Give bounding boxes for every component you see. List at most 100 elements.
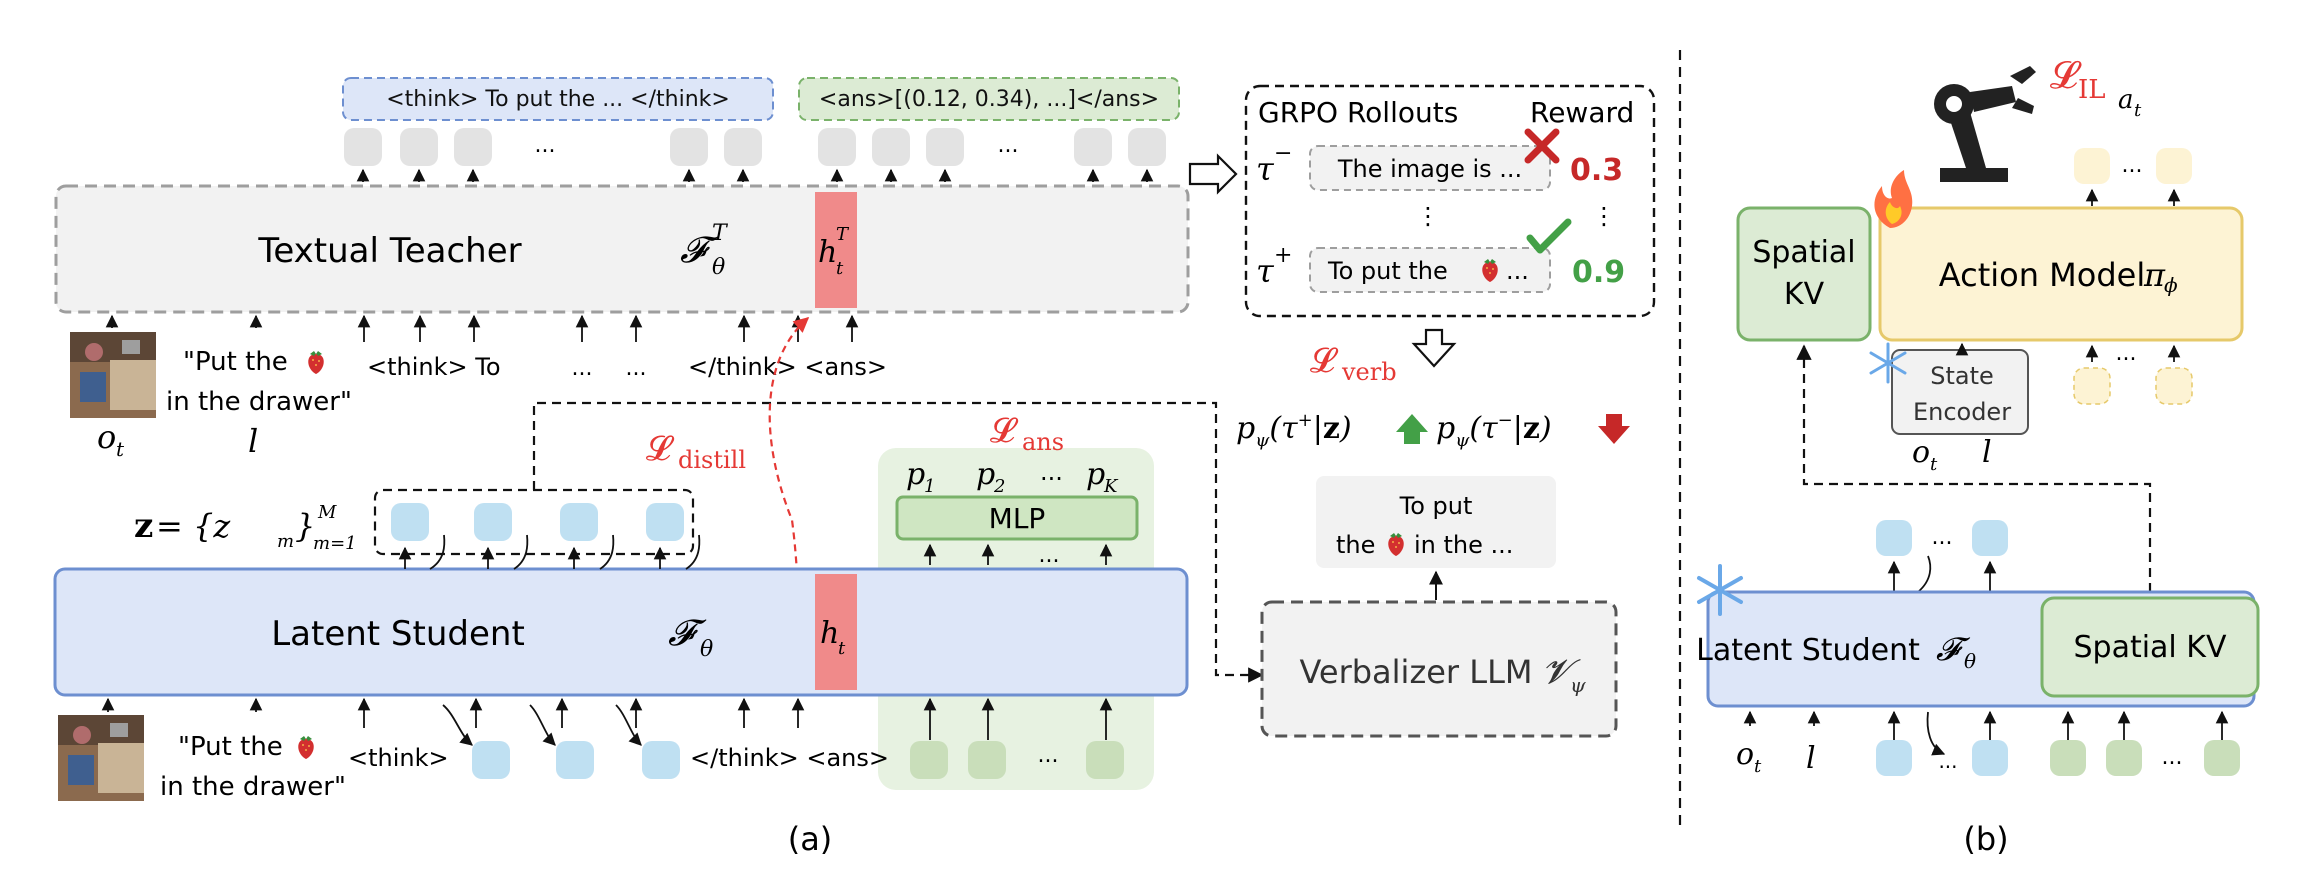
latent-tokens	[391, 503, 684, 541]
latent-set-sub-m: m	[277, 531, 294, 552]
rollout-positive-suffix: ...	[1506, 257, 1529, 285]
latent-set-sup: M	[317, 502, 337, 523]
teacher-hidden-base: h	[818, 235, 837, 270]
b-latent-input-dots: ...	[1938, 749, 1957, 773]
teacher-sup: T	[712, 221, 729, 246]
latent-student-box	[53, 567, 1189, 697]
loss-il-sub: IL	[2078, 75, 2106, 105]
b-l-label-top: l	[1982, 435, 1992, 470]
teacher-l-label: l	[248, 422, 258, 460]
verbalizer-label: Verbalizer LLM	[1299, 653, 1532, 691]
verbalizer-sub: ψ	[1570, 673, 1586, 697]
verbalizer-box	[1260, 600, 1618, 738]
down-arrow-icon	[1598, 414, 1630, 444]
student-hidden-base: h	[820, 616, 839, 651]
loss-distill-sub: distill	[678, 446, 746, 474]
mlp-arrows	[923, 543, 1113, 565]
loss-verb-sub: verb	[1341, 358, 1397, 386]
state-encoder-line1: State	[1930, 362, 1994, 390]
caption-b: (b)	[1963, 820, 2008, 858]
b-spatial-input-dots: ...	[2162, 745, 2183, 770]
loss-il-at: a	[2118, 85, 2134, 115]
think-bubble-text: <think> To put the ... </think>	[386, 87, 730, 112]
teacher-dots-1: ...	[572, 356, 593, 381]
loss-ans-sub: ans	[1022, 428, 1064, 456]
b-student-sub: θ	[1964, 649, 1976, 673]
vdots-rewards: ⋮	[1592, 202, 1616, 230]
latent-to-verbalizer-path	[532, 401, 1264, 683]
observation-image-student	[58, 715, 144, 801]
tau-plus-sup: +	[1274, 243, 1292, 268]
b-l-label: l	[1806, 741, 1816, 776]
action-output-arrows	[2085, 188, 2181, 206]
b-latent-output-arrows	[1887, 555, 1997, 593]
loss-verb-base: 𝓛	[1310, 341, 1339, 381]
teacher-label: Textual Teacher	[257, 231, 521, 271]
mlp-dots: ...	[1039, 543, 1060, 568]
caption-a: (a)	[788, 820, 833, 858]
rollout-positive-text: To put the	[1327, 257, 1448, 285]
action-output-dots: ...	[2122, 153, 2143, 178]
action-model-symbol: π	[2143, 256, 2166, 294]
tau-minus: τ	[1256, 150, 1275, 188]
distill-arrow	[768, 316, 811, 634]
think-bubble	[342, 77, 774, 121]
cross-icon	[1524, 128, 1560, 164]
b-spatial-inputs	[2050, 740, 2240, 776]
action-input-dots: ...	[2116, 341, 2137, 366]
mlp-out-p1-sub: 1	[924, 476, 935, 497]
b-spatial-kv-box	[2040, 596, 2260, 698]
b-latent-outputs	[1876, 520, 2008, 556]
reward-positive: 0.9	[1572, 255, 1625, 290]
textual-teacher-box	[54, 184, 1190, 314]
verbalized-line2a: the	[1336, 531, 1375, 559]
action-input-arrows	[2085, 344, 2181, 362]
mlp-out-dots: ...	[1040, 458, 1063, 486]
robot-arm-icon	[1934, 66, 2036, 182]
grpo-reward-header: Reward	[1530, 96, 1634, 129]
top-dots-1: ...	[535, 133, 556, 158]
up-arrow-icon	[1396, 414, 1428, 444]
mlp-out-p2-sub: 2	[993, 476, 1005, 497]
b-o-label-top: o	[1912, 435, 1930, 470]
action-model-label: Action Model	[1939, 256, 2145, 294]
student-instruction-line1: "Put the	[178, 732, 283, 762]
b-o-sub: t	[1754, 756, 1762, 777]
teacher-input-arrows	[105, 314, 859, 342]
observation-image-teacher	[70, 332, 156, 418]
mlp-out-pk: p	[1086, 457, 1105, 492]
top-dots-2: ...	[998, 133, 1019, 158]
hollow-arrow-right-icon	[1188, 153, 1238, 195]
teacher-hidden-sup: T	[836, 224, 850, 245]
b-student-label: Latent Student	[1696, 633, 1920, 668]
spatial-kv-box	[1736, 206, 1872, 342]
teacher-instruction-line1: "Put the	[183, 347, 288, 377]
b-o-sub-top: t	[1930, 454, 1938, 475]
rollout-negative	[1309, 145, 1551, 191]
action-model-box	[1878, 206, 2244, 342]
snowflake-icon	[1869, 342, 1907, 384]
grpo-box	[1244, 84, 1656, 318]
loss-il-at-sub: t	[2134, 100, 2142, 121]
ans-bubble	[798, 77, 1180, 121]
verbalized-line2b: in the ...	[1414, 531, 1513, 559]
student-instruction-line2: in the drawer"	[160, 772, 346, 802]
mlp-out-pk-sub: K	[1103, 476, 1119, 497]
action-input-placeholders	[2073, 367, 2193, 405]
verbalized-line1: To put	[1399, 492, 1473, 520]
teacher-dots-2: ...	[626, 356, 647, 381]
vdots-rollouts: ⋮	[1416, 202, 1440, 230]
student-answer-dots: ...	[1038, 743, 1059, 768]
b-student-input-arrows	[1743, 710, 2229, 756]
verbalized-output-box	[1316, 476, 1556, 568]
flame-icon	[1874, 170, 1913, 228]
teacher-output-tokens	[344, 128, 1166, 166]
hollow-arrow-down-icon	[1411, 328, 1457, 368]
b-o-label: o	[1736, 737, 1754, 772]
prob-negative: pψ(τ−|z)	[1436, 410, 1552, 451]
prob-positive: pψ(τ+|z)	[1236, 410, 1352, 451]
tau-plus: τ	[1256, 252, 1275, 290]
spatial-kv-line1: Spatial	[1752, 235, 1855, 270]
teacher-think-open: <think> To	[367, 353, 501, 381]
